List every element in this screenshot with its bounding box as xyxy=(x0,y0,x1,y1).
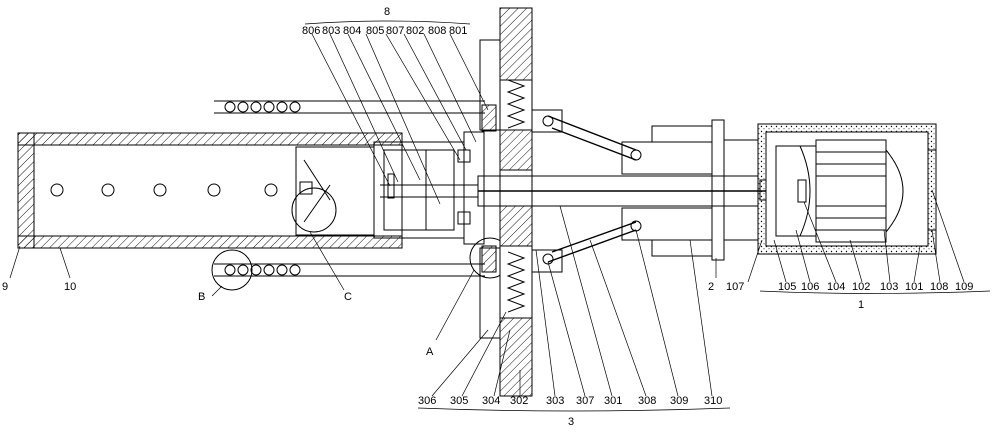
label-302: 302 xyxy=(510,395,528,407)
detail-circle-b xyxy=(211,249,253,291)
label-2: 2 xyxy=(708,281,714,293)
label-804: 804 xyxy=(343,25,361,37)
left-tube xyxy=(17,132,403,249)
label-c: C xyxy=(344,291,352,303)
motor-box-1 xyxy=(723,123,937,255)
leader-lines xyxy=(9,20,991,412)
label-803: 803 xyxy=(322,25,340,37)
label-9: 9 xyxy=(2,281,8,293)
label-808: 808 xyxy=(428,25,446,37)
label-10: 10 xyxy=(64,281,76,293)
label-306: 306 xyxy=(418,395,436,407)
label-group-3: 3 xyxy=(568,416,574,428)
label-102: 102 xyxy=(852,281,870,293)
lower-roller-track xyxy=(211,249,485,291)
label-104: 104 xyxy=(827,281,845,293)
label-303: 303 xyxy=(546,395,564,407)
label-107: 107 xyxy=(726,281,744,293)
detail-circle-c xyxy=(291,187,337,233)
label-805: 805 xyxy=(366,25,384,37)
label-b: B xyxy=(198,291,205,303)
label-106: 106 xyxy=(801,281,819,293)
linkage-arms xyxy=(531,109,642,273)
label-305: 305 xyxy=(450,395,468,407)
tube-holes xyxy=(50,183,278,197)
assembly-8 xyxy=(373,39,511,339)
label-a: A xyxy=(426,346,434,358)
label-807: 807 xyxy=(386,25,404,37)
label-103: 103 xyxy=(880,281,898,293)
central-shaft xyxy=(380,175,820,207)
label-108: 108 xyxy=(930,281,948,293)
label-309: 309 xyxy=(670,395,688,407)
label-801: 801 xyxy=(449,25,467,37)
callout-labels: 8 806 803 804 805 807 802 808 801 107 10… xyxy=(2,6,973,428)
label-802: 802 xyxy=(406,25,424,37)
label-group-1: 1 xyxy=(858,299,864,311)
plate-3 xyxy=(499,7,533,397)
label-806: 806 xyxy=(302,25,320,37)
label-101: 101 xyxy=(905,281,923,293)
label-307: 307 xyxy=(576,395,594,407)
label-308: 308 xyxy=(638,395,656,407)
label-group-8: 8 xyxy=(384,6,390,18)
label-105: 105 xyxy=(778,281,796,293)
label-310: 310 xyxy=(704,395,722,407)
label-109: 109 xyxy=(955,281,973,293)
label-301: 301 xyxy=(604,395,622,407)
label-304: 304 xyxy=(482,395,500,407)
housing-310 xyxy=(621,119,725,261)
